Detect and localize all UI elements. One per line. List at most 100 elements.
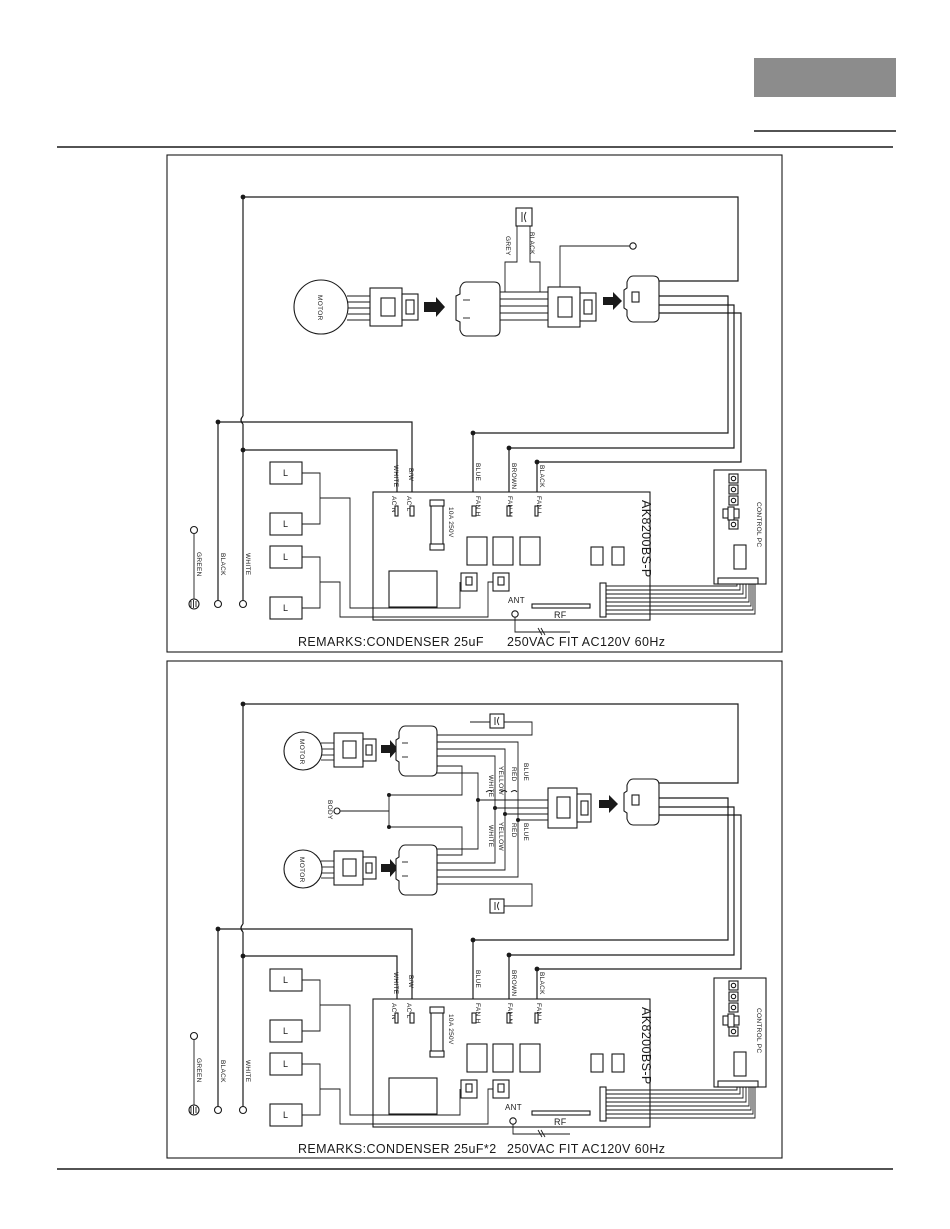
remarks-2: REMARKS:CONDENSER 25uF*2 bbox=[298, 1142, 497, 1156]
fuse-2: 10A 250V bbox=[429, 1006, 454, 1058]
white-label-2: WHITE bbox=[244, 1060, 251, 1083]
motor-1-socket bbox=[455, 281, 501, 337]
lamps-1: L L L L bbox=[269, 461, 493, 620]
motor-2a-socket bbox=[395, 725, 438, 777]
board-2-name: AK8200BS-P bbox=[639, 1007, 653, 1085]
control-2-buttons bbox=[717, 980, 759, 1088]
body-label: BODY bbox=[326, 800, 333, 820]
motor-2b-leads bbox=[437, 830, 533, 907]
ant-1-label: ANT bbox=[508, 596, 525, 605]
fan-h-label: FAN H bbox=[474, 496, 481, 517]
capacitor-2a bbox=[489, 713, 505, 729]
motor-2a-leads bbox=[437, 721, 533, 790]
diagram-2-frame bbox=[166, 660, 783, 1159]
main-socket-2 bbox=[623, 778, 660, 826]
svg-text:L: L bbox=[283, 975, 288, 985]
control-1-label: CONTROL PC bbox=[755, 502, 762, 547]
board-1-connectors bbox=[460, 572, 510, 592]
arrow-icon bbox=[599, 795, 618, 813]
svg-text:L: L bbox=[283, 468, 288, 478]
term-blue-label-2: BLUE bbox=[474, 970, 481, 989]
svg-text:L: L bbox=[283, 1059, 288, 1069]
board-2-connectors bbox=[460, 1079, 510, 1099]
svg-text:L: L bbox=[283, 1026, 288, 1036]
ac-n-label-2: AC N bbox=[390, 1003, 397, 1020]
ac-l-label-2: AC L bbox=[405, 1003, 412, 1019]
motor-2a bbox=[283, 731, 323, 771]
antenna-1 bbox=[511, 610, 519, 618]
term-white-label: WHITE bbox=[392, 465, 399, 488]
arrow-icon bbox=[603, 292, 622, 310]
arrow-icon bbox=[381, 859, 398, 877]
ant-2-label: ANT bbox=[505, 1103, 522, 1112]
motor-2a-label: MOTOR bbox=[298, 739, 305, 765]
supply-leads-2 bbox=[243, 703, 742, 970]
rf-1-label: RF bbox=[554, 610, 567, 620]
term-black-label-2: BLACK bbox=[538, 972, 545, 995]
control-2-label: CONTROL PC bbox=[755, 1008, 762, 1053]
capacitor-1 bbox=[515, 207, 533, 227]
motor-1 bbox=[293, 279, 349, 335]
control-1-buttons bbox=[717, 473, 759, 585]
remarks-1: REMARKS:CONDENSER 25uF bbox=[298, 635, 484, 649]
wire-black-label: BLACK bbox=[528, 232, 535, 255]
black-label-2: BLACK bbox=[219, 1060, 226, 1083]
ground-terminal-1 bbox=[189, 525, 199, 535]
plug-2-main bbox=[547, 787, 592, 829]
board-1-contacts bbox=[394, 505, 539, 517]
green-label-2: GREEN bbox=[195, 1058, 202, 1083]
wire-red-label-b: RED bbox=[510, 823, 517, 838]
wire-grey-label: GREY bbox=[504, 236, 511, 256]
black-terminal-2 bbox=[213, 1105, 223, 1115]
arrow-icon bbox=[424, 297, 445, 317]
motor-1-label: MOTOR bbox=[316, 295, 323, 321]
remarks-1-tail: 250VAC FIT AC120V 60Hz bbox=[507, 635, 665, 649]
wire-white-label-b: WHITE bbox=[487, 825, 494, 848]
term-brown-label: BROWN bbox=[510, 463, 517, 489]
wiring-diagram-2: MOTOR MOTOR bbox=[166, 660, 783, 1159]
motor-2b-socket bbox=[395, 844, 438, 896]
wire-white-label: WHITE bbox=[487, 775, 494, 798]
plug-2 bbox=[547, 286, 597, 328]
wire-blue-label: BLUE bbox=[522, 763, 529, 782]
white-label-1: WHITE bbox=[244, 553, 251, 576]
motor-2b bbox=[283, 849, 323, 889]
terminal-1 bbox=[629, 242, 637, 250]
lamps-2: L L L L bbox=[269, 968, 493, 1127]
term-bw-label-2: B/W bbox=[407, 975, 414, 989]
wire-yellow-label: YELLOW bbox=[497, 766, 504, 795]
board-1-transformer bbox=[388, 570, 438, 608]
green-label-1: GREEN bbox=[195, 552, 202, 577]
wiring-diagram-1: MOTOR GREY BLA bbox=[166, 154, 783, 653]
board-1-relays bbox=[466, 536, 625, 566]
remarks-2-tail: 250VAC FIT AC120V 60Hz bbox=[507, 1142, 665, 1156]
ac-l-label: AC L bbox=[405, 496, 412, 512]
board-2-contacts bbox=[394, 1012, 539, 1024]
wire-blue-label-b: BLUE bbox=[522, 823, 529, 842]
motor-2a-plug bbox=[321, 732, 377, 768]
diagram-1-frame bbox=[166, 154, 783, 653]
term-black-label: BLACK bbox=[538, 465, 545, 488]
board-2-transformer bbox=[388, 1077, 438, 1115]
svg-text:L: L bbox=[283, 1110, 288, 1120]
black-label-1: BLACK bbox=[219, 553, 226, 576]
ground-icon bbox=[188, 1104, 200, 1116]
term-brown-label-2: BROWN bbox=[510, 970, 517, 996]
supply-leads-1 bbox=[243, 196, 742, 463]
motor-2b-label: MOTOR bbox=[298, 857, 305, 883]
main-socket-1 bbox=[623, 275, 660, 323]
svg-text:L: L bbox=[283, 519, 288, 529]
section-tab bbox=[754, 58, 896, 97]
black-terminal-1 bbox=[213, 599, 223, 609]
term-bw-label: B/W bbox=[407, 468, 414, 482]
svg-text:L: L bbox=[283, 603, 288, 613]
rf-strip-1 bbox=[531, 603, 591, 609]
motor-1-plug bbox=[369, 287, 419, 327]
board-1-name: AK8200BS-P bbox=[639, 500, 653, 578]
arrow-icon bbox=[381, 740, 398, 758]
body-terminal bbox=[333, 807, 341, 815]
board-2-relays bbox=[466, 1043, 625, 1073]
wire-red-label: RED bbox=[510, 767, 517, 782]
svg-text:10A 250V: 10A 250V bbox=[447, 507, 454, 538]
